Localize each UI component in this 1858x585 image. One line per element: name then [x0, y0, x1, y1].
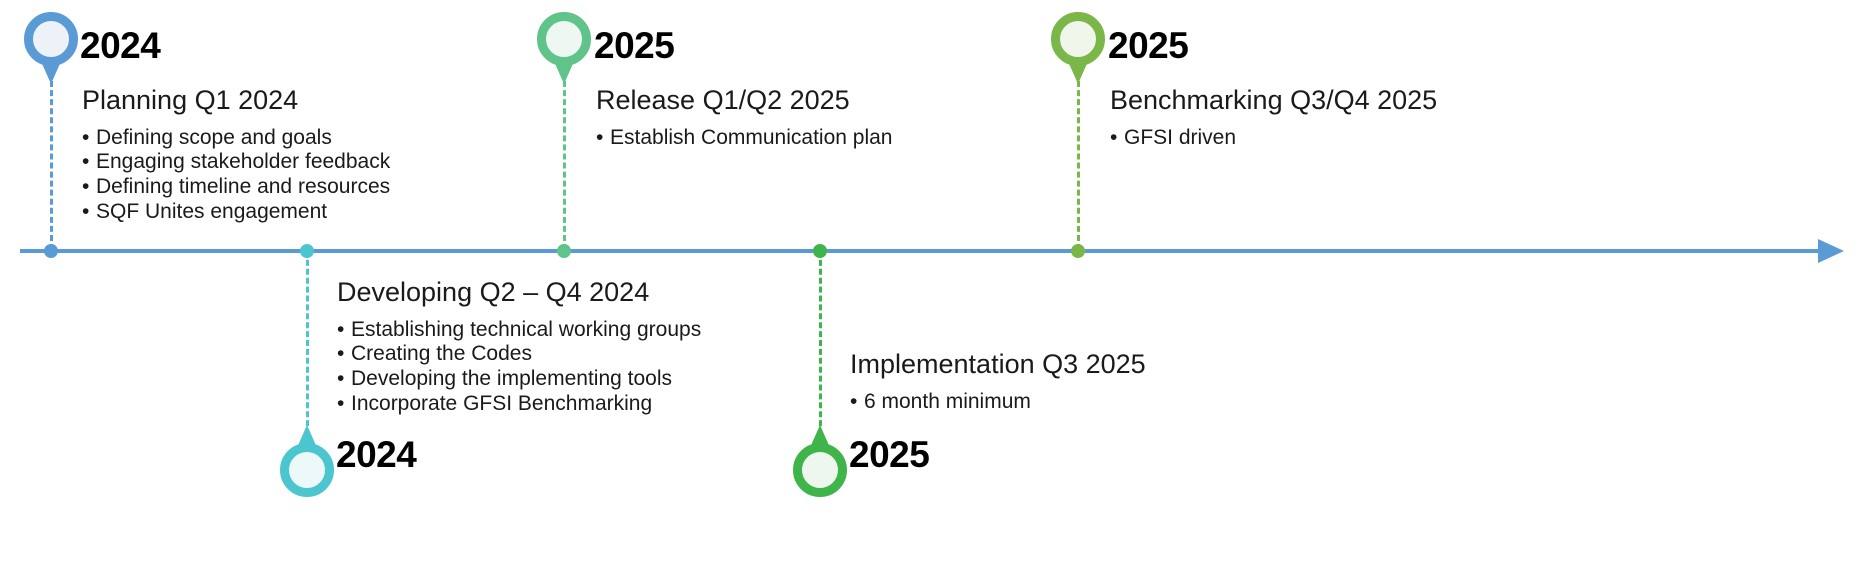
list-item: Defining scope and goals — [82, 126, 390, 151]
timeline-axis-arrow-icon — [1818, 239, 1844, 263]
milestone-title-benchmarking: Benchmarking Q3/Q4 2025 — [1110, 85, 1438, 115]
milestone-content-benchmarking: Benchmarking Q3/Q4 2025 GFSI driven — [1110, 85, 1438, 151]
axis-dot-benchmarking — [1071, 244, 1085, 258]
list-item: Creating the Codes — [337, 342, 701, 367]
list-item: Engaging stakeholder feedback — [82, 150, 390, 175]
list-item: Defining timeline and resources — [82, 175, 390, 200]
milestone-bullets-release: Establish Communication plan — [596, 126, 892, 151]
map-pin-icon-release[interactable] — [537, 12, 591, 84]
connector-line-implementation — [819, 251, 822, 435]
list-item: Incorporate GFSI Benchmarking — [337, 392, 701, 417]
milestone-year-implementation: 2025 — [849, 434, 930, 475]
list-item: Developing the implementing tools — [337, 367, 701, 392]
map-pin-icon-planning[interactable] — [24, 12, 78, 84]
list-item: Establish Communication plan — [596, 126, 892, 151]
map-pin-icon-benchmarking[interactable] — [1051, 12, 1105, 84]
pin-bulb-benchmarking — [1051, 12, 1105, 66]
milestone-title-planning: Planning Q1 2024 — [82, 85, 299, 115]
connector-line-developing — [306, 251, 309, 435]
milestone-year-developing: 2024 — [336, 434, 417, 475]
milestone-content-developing: Developing Q2 – Q4 2024 Establishing tec… — [337, 277, 701, 417]
milestone-year-planning: 2024 — [80, 25, 161, 66]
milestone-title-release: Release Q1/Q2 2025 — [596, 85, 850, 115]
list-item: SQF Unites engagement — [82, 200, 390, 225]
axis-dot-release — [557, 244, 571, 258]
list-item: Establishing technical working groups — [337, 318, 701, 343]
milestone-content-release: Release Q1/Q2 2025 Establish Communicati… — [596, 85, 892, 151]
map-pin-icon-implementation[interactable] — [793, 425, 847, 497]
connector-line-release — [563, 72, 566, 250]
milestone-bullets-planning: Defining scope and goals Engaging stakeh… — [82, 126, 390, 225]
milestone-bullets-benchmarking: GFSI driven — [1110, 126, 1437, 151]
milestone-title-developing: Developing Q2 – Q4 2024 — [337, 277, 650, 307]
timeline-axis-line — [20, 249, 1820, 253]
milestone-year-benchmarking: 2025 — [1108, 25, 1189, 66]
milestone-content-implementation: Implementation Q3 2025 6 month minimum — [850, 349, 1146, 415]
milestone-year-release: 2025 — [594, 25, 675, 66]
list-item: 6 month minimum — [850, 390, 1146, 415]
axis-dot-implementation — [813, 244, 827, 258]
milestone-bullets-implementation: 6 month minimum — [850, 390, 1146, 415]
connector-line-planning — [50, 72, 53, 250]
connector-line-benchmarking — [1077, 72, 1080, 250]
milestone-title-implementation: Implementation Q3 2025 — [850, 349, 1146, 379]
pin-bulb-release — [537, 12, 591, 66]
map-pin-icon-developing[interactable] — [280, 425, 334, 497]
pin-bulb-planning — [24, 12, 78, 66]
list-item: GFSI driven — [1110, 126, 1437, 151]
milestone-content-planning: Planning Q1 2024 Defining scope and goal… — [82, 85, 390, 225]
pin-bulb-developing — [280, 443, 334, 497]
pin-bulb-implementation — [793, 443, 847, 497]
milestone-bullets-developing: Establishing technical working groups Cr… — [337, 318, 701, 417]
axis-dot-planning — [44, 244, 58, 258]
axis-dot-developing — [300, 244, 314, 258]
